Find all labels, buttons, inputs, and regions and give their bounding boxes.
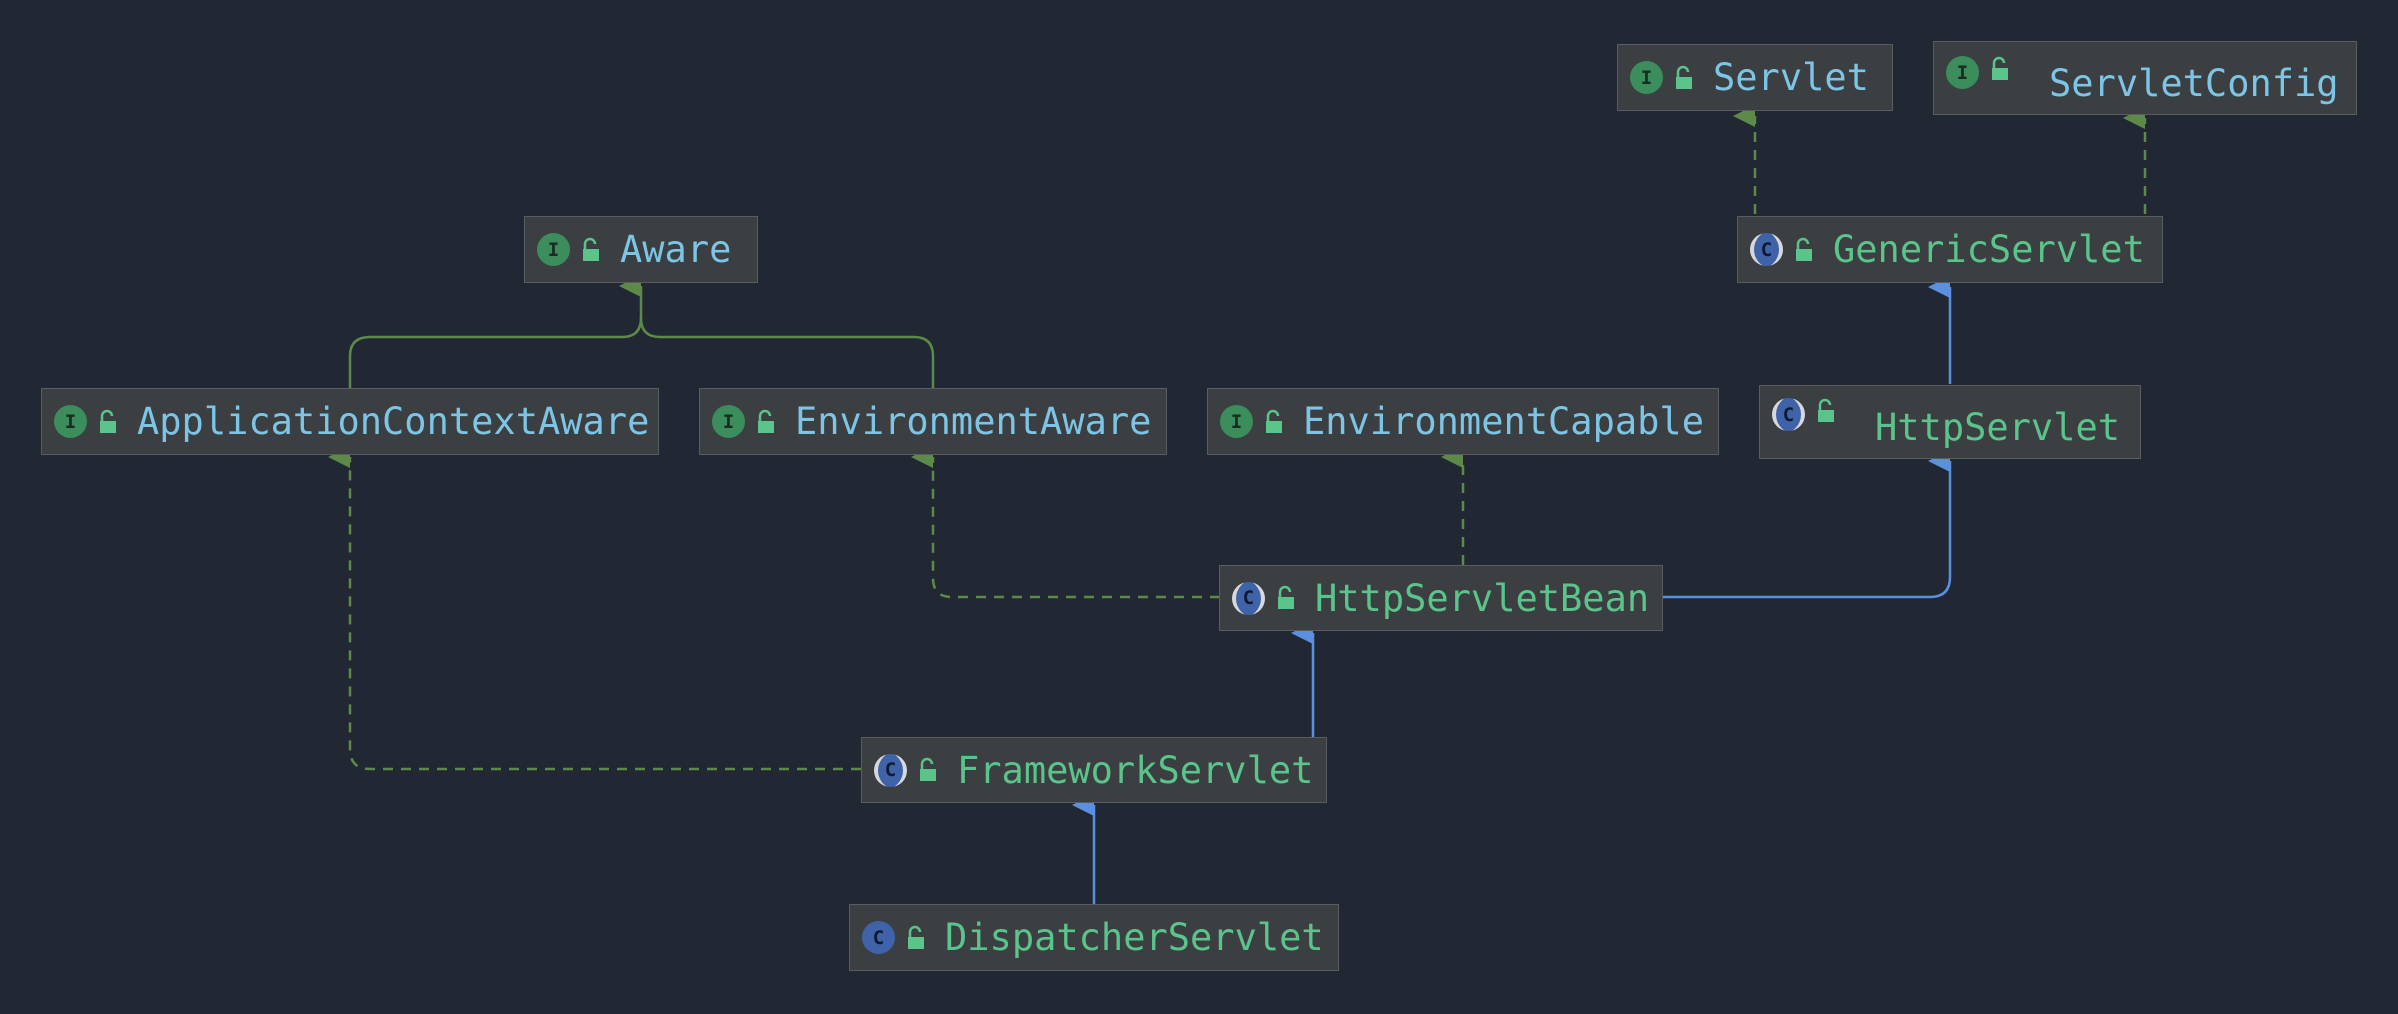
node-dispatcherservlet[interactable]: C DispatcherServlet — [849, 904, 1339, 971]
unlocked-icon — [1278, 585, 1294, 609]
node-label: Aware — [620, 228, 732, 271]
node-appctxaware[interactable]: I ApplicationContextAware — [41, 388, 659, 455]
node-label: Servlet — [1713, 56, 1869, 99]
edge-httpservletbean-envaware — [911, 446, 1220, 599]
edge-frameworkservlet-appctxaware — [328, 446, 861, 771]
edge-envaware-aware — [639, 317, 935, 388]
unlocked-icon — [1992, 56, 2008, 80]
node-label: EnvironmentAware — [795, 400, 1152, 443]
unlocked-icon — [1266, 409, 1282, 433]
node-label: FrameworkServlet — [957, 748, 1314, 792]
node-servlet[interactable]: I Servlet — [1617, 44, 1893, 111]
edge-appctxaware-aware — [348, 275, 643, 388]
unlocked-icon — [100, 409, 116, 433]
unlocked-icon — [1676, 65, 1692, 89]
interface-icon: I — [1220, 405, 1253, 438]
abstract-class-icon: C — [1750, 233, 1783, 266]
node-label: ApplicationContextAware — [137, 400, 650, 443]
node-label: HttpServletBean — [1315, 576, 1650, 620]
node-label: HttpServlet — [1875, 406, 2121, 449]
node-envcapable[interactable]: I EnvironmentCapable — [1207, 388, 1719, 455]
node-frameworkservlet[interactable]: C FrameworkServlet — [861, 737, 1327, 803]
node-label: ServletConfig — [2049, 62, 2339, 105]
unlocked-icon — [1796, 237, 1812, 261]
interface-icon: I — [54, 405, 87, 438]
interface-icon: I — [537, 233, 570, 266]
abstract-class-icon: C — [874, 753, 907, 787]
node-httpservlet[interactable]: C HttpServlet — [1759, 385, 2141, 459]
node-httpservletbean[interactable]: C HttpServletBean — [1219, 565, 1663, 631]
abstract-class-icon: C — [1772, 398, 1805, 431]
node-label: EnvironmentCapable — [1303, 400, 1704, 443]
unlocked-icon — [920, 757, 936, 781]
unlocked-icon — [1818, 398, 1834, 422]
abstract-class-icon: C — [1232, 581, 1265, 615]
unlocked-icon — [758, 409, 774, 433]
edge-httpservletbean-httpservlet — [1662, 450, 1952, 599]
node-label: GenericServlet — [1833, 228, 2145, 271]
interface-icon: I — [1630, 61, 1663, 94]
unlocked-icon — [583, 237, 599, 261]
interface-icon: I — [1946, 56, 1979, 89]
class-icon: C — [862, 921, 895, 954]
node-aware[interactable]: I Aware — [524, 216, 758, 283]
node-servletconfig[interactable]: I ServletConfig — [1933, 41, 2357, 115]
node-genericservlet[interactable]: C GenericServlet — [1737, 216, 2163, 283]
node-label: DispatcherServlet — [945, 916, 1324, 959]
node-envaware[interactable]: I EnvironmentAware — [699, 388, 1167, 455]
interface-icon: I — [712, 405, 745, 438]
unlocked-icon — [908, 925, 924, 949]
